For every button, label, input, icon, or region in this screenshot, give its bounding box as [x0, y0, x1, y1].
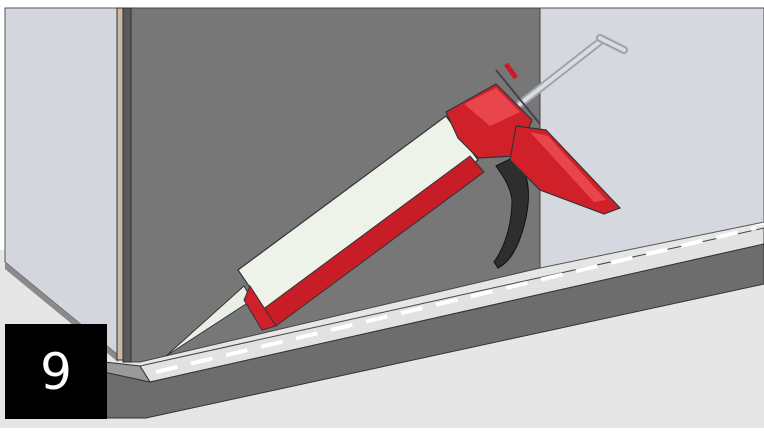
front-cap: [243, 284, 277, 331]
frame-post: [116, 7, 124, 361]
gun-head-highlight: [464, 88, 520, 126]
step-number: 9: [40, 342, 72, 401]
right-side-panel: [539, 7, 764, 269]
trigger: [493, 157, 529, 269]
sealant-line: [155, 226, 757, 374]
release-pawl: [495, 69, 541, 125]
frame-post-shadow: [122, 7, 132, 363]
caulking-gun: [165, 34, 628, 357]
gun-handle-highlight: [530, 132, 606, 202]
step-number-badge: 9: [5, 324, 107, 419]
